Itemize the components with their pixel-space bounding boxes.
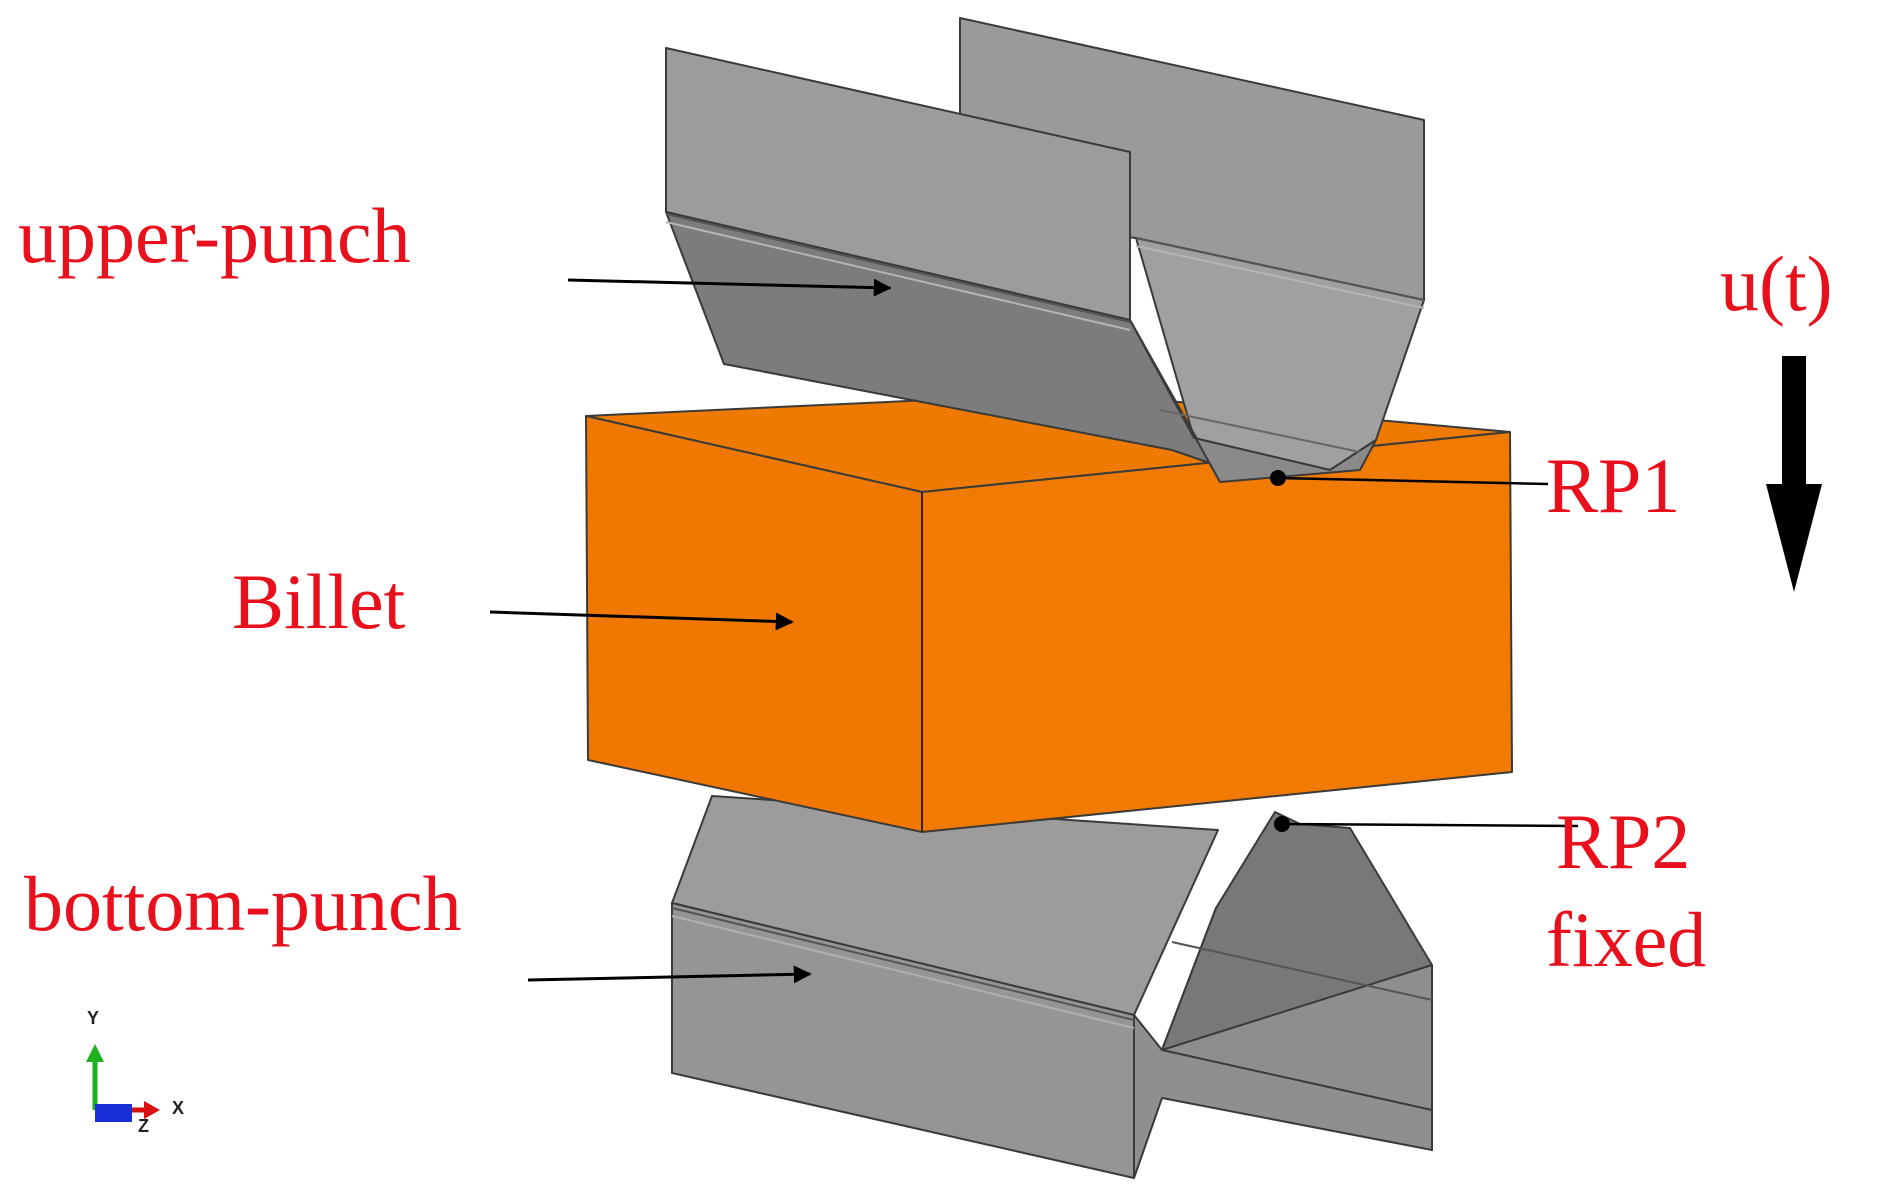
upper-punch-leader: [567, 278, 892, 297]
rp2-point: [1274, 816, 1290, 832]
bottom-punch: [671, 795, 1433, 1179]
bottom-punch-leader: [527, 965, 812, 984]
displacement-label: u(t): [1720, 240, 1833, 327]
bottom-punch-label: bottom-punch: [24, 860, 462, 947]
upper-punch-label: upper-punch: [18, 192, 411, 279]
rp1-label: RP1: [1546, 442, 1680, 529]
rp2-leader: [1281, 822, 1579, 828]
axis-triad: Y X Z: [86, 1008, 184, 1136]
fixed-label: fixed: [1546, 896, 1706, 983]
upper-punch: [665, 17, 1425, 483]
rp1-leader: [1277, 476, 1549, 486]
rp2-label: RP2: [1556, 798, 1690, 885]
axis-x-label: X: [172, 1098, 184, 1118]
axis-y-label: Y: [87, 1008, 99, 1028]
billet-leader: [489, 610, 794, 631]
displacement-arrow: [1766, 356, 1822, 592]
billet-label: Billet: [232, 558, 406, 645]
billet-block: [585, 392, 1513, 833]
axis-z-label: Z: [138, 1116, 149, 1136]
rp1-point: [1270, 470, 1286, 486]
